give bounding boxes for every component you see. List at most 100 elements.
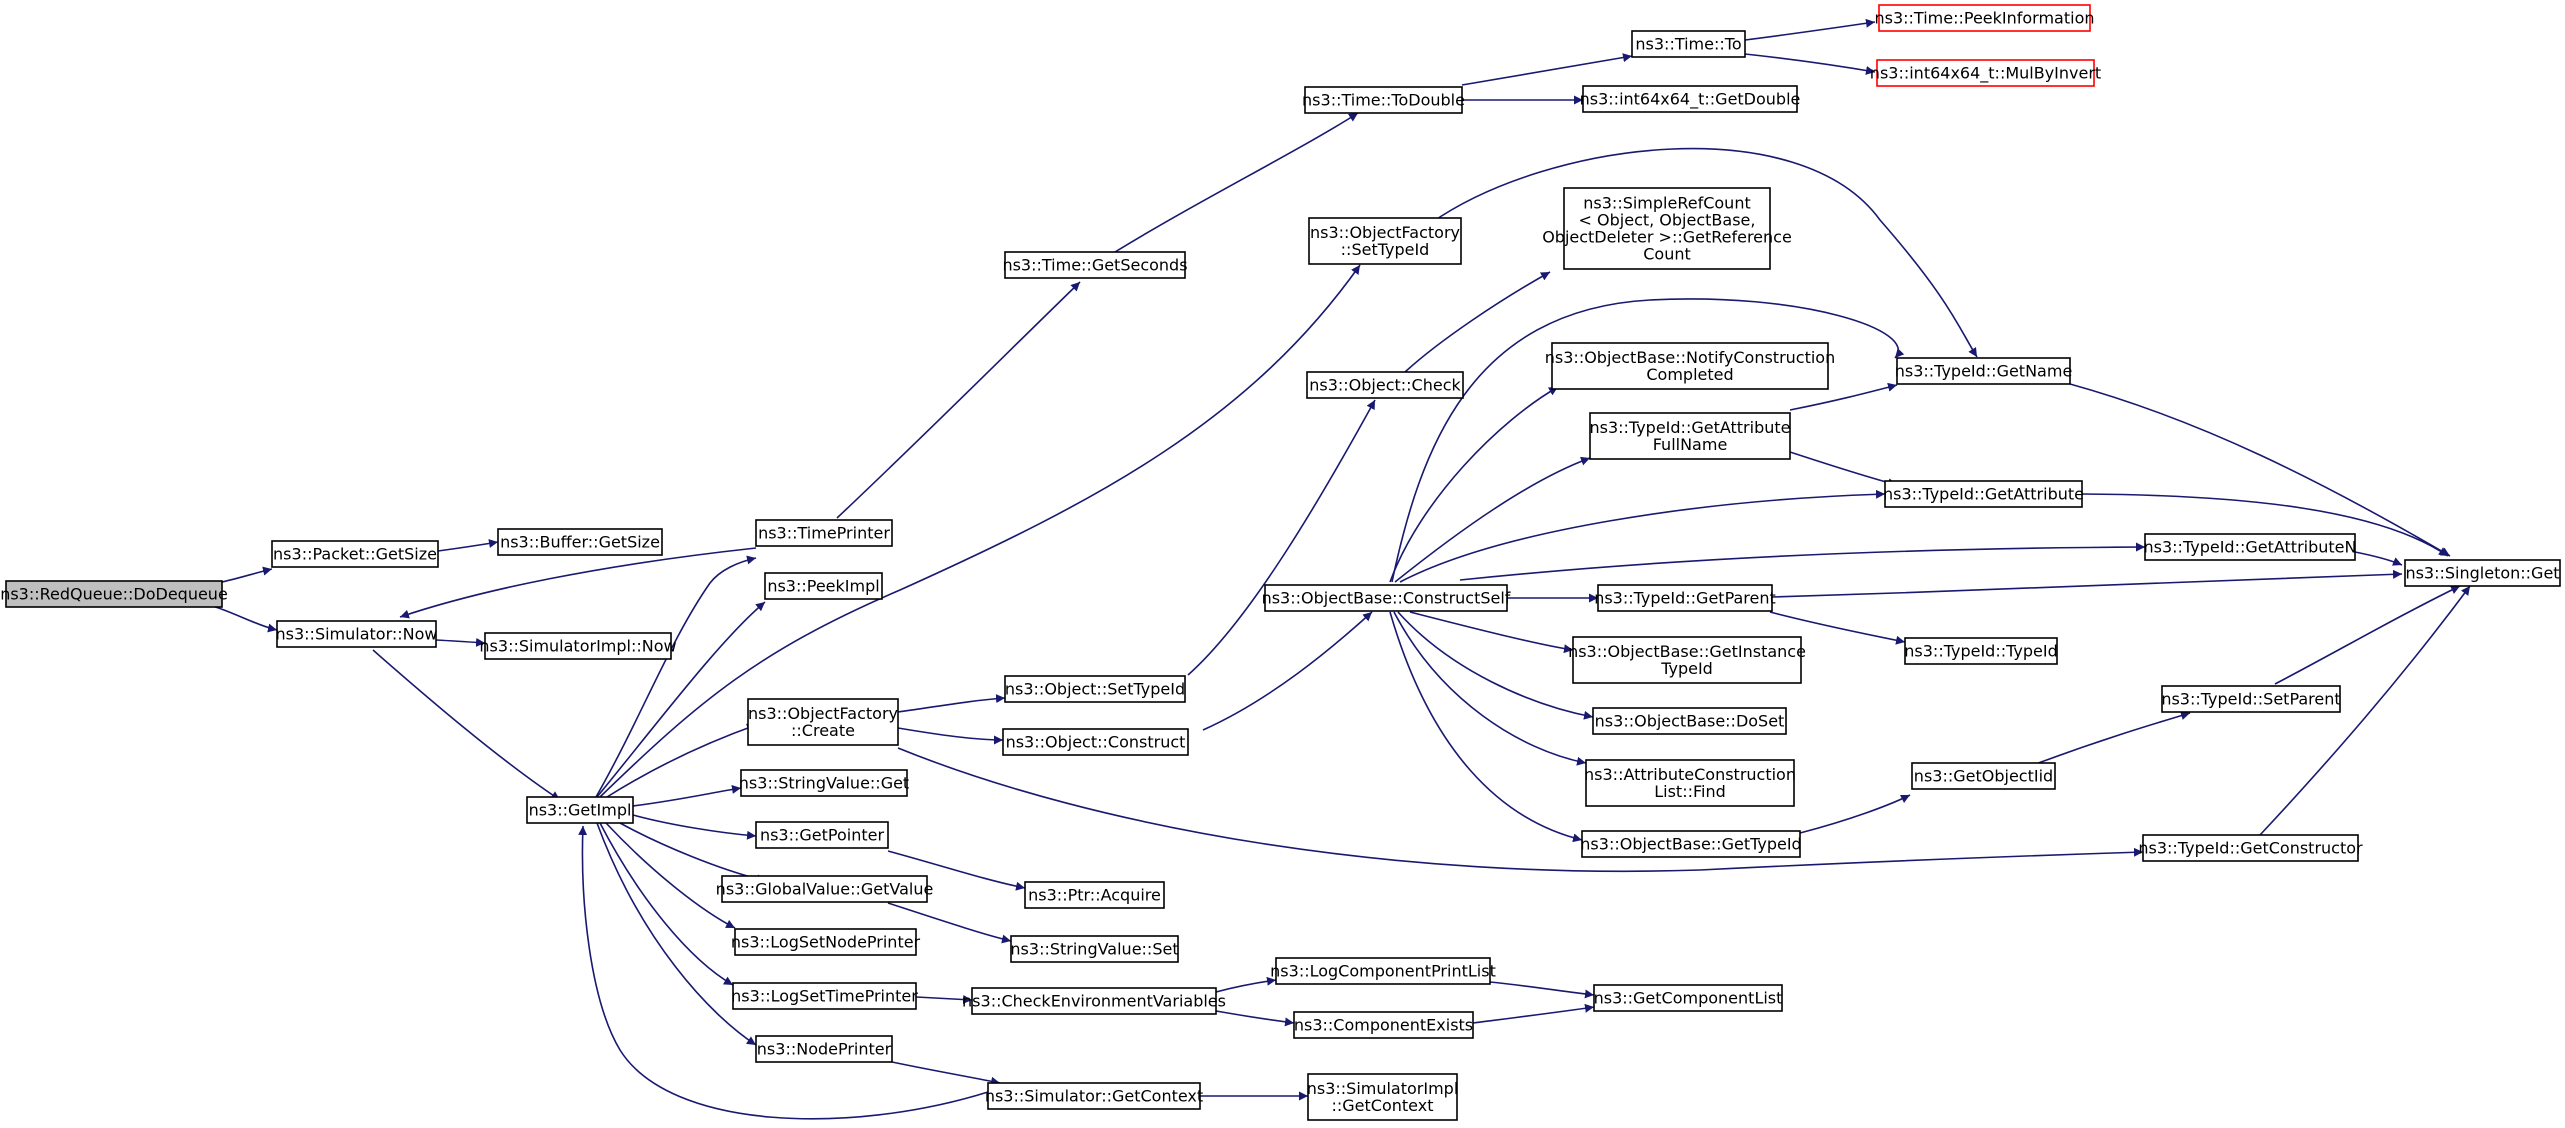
node-simulator-now[interactable]: ns3::Simulator::Now (276, 620, 438, 648)
edge-componentexists-getcomponentlist (1472, 1003, 1595, 1024)
node-label: ns3::StringValue::Set (1010, 940, 1178, 959)
node-box (1024, 881, 1165, 909)
node-simplerefcount[interactable]: ns3::SimpleRefCount< Object, ObjectBase,… (1542, 187, 1792, 270)
edge-constructself-notifyconstruction (1389, 386, 1559, 583)
node-box (734, 928, 917, 956)
node-packet-getsize[interactable]: ns3::Packet::GetSize (271, 540, 439, 568)
edge-checkenv-componentexists (1215, 1010, 1295, 1027)
node-label: ns3::TypeId::GetAttributeN (2144, 538, 2357, 557)
node-label: ns3::TypeId::GetConstructor (2138, 839, 2363, 858)
node-stringvalue-set[interactable]: ns3::StringValue::Set (1010, 935, 1179, 963)
edge-getimpl-nodeprinter (596, 822, 757, 1046)
node-int64-mulbyinvert[interactable]: ns3::int64x64_t::MulByInvert (1870, 59, 2101, 87)
node-singleton-get[interactable]: ns3::Singleton::Get (2404, 559, 2561, 587)
node-box (526, 796, 634, 824)
node-componentexists[interactable]: ns3::ComponentExists (1293, 1011, 1474, 1039)
node-simulatorimpl-now[interactable]: ns3::SimulatorImpl::Now (479, 632, 677, 660)
node-label: ns3::PeekImpl (767, 577, 879, 596)
node-logcomponentprintlist[interactable]: ns3::LogComponentPrintList (1270, 957, 1496, 985)
node-label: ns3::CheckEnvironmentVariables (962, 992, 1226, 1011)
edge-getimpl-logsetnodeprinter (605, 822, 736, 929)
node-box (1563, 187, 1771, 270)
node-box (721, 875, 928, 903)
node-objectfactory-settypeid[interactable]: ns3::ObjectFactory::SetTypeId (1308, 217, 1462, 265)
node-doset[interactable]: ns3::ObjectBase::DoSet (1592, 707, 1787, 735)
node-box (732, 982, 917, 1010)
node-box (1876, 59, 2095, 87)
node-box (1572, 636, 1802, 684)
node-label: ns3::SimulatorImpl::Now (479, 637, 676, 656)
edge-getattributefullname-getattribute (1789, 451, 1898, 487)
node-label: ns3::ObjectFactory (1310, 223, 1460, 242)
node-time-getseconds[interactable]: ns3::Time::GetSeconds (1002, 251, 1188, 279)
node-objectfactory-create[interactable]: ns3::ObjectFactory::Create (747, 698, 899, 746)
edge-gettypeid-getobjectiid (1799, 794, 1911, 834)
edge-time-to-peekinformation (1744, 18, 1876, 41)
node-typeid-getparent[interactable]: ns3::TypeId::GetParent (1594, 584, 1776, 612)
node-logsetnodeprinter[interactable]: ns3::LogSetNodePrinter (731, 928, 921, 956)
node-object-check[interactable]: ns3::Object::Check (1306, 371, 1464, 399)
node-notifyconstruction[interactable]: ns3::ObjectBase::NotifyConstructionCompl… (1545, 342, 1835, 390)
edge-simulator-now-simulatorimpl-now (435, 637, 486, 647)
node-object-settypeid[interactable]: ns3::Object::SetTypeId (1004, 675, 1186, 703)
edge-object-construct-constructself (1202, 611, 1373, 731)
node-constructself[interactable]: ns3::ObjectBase::ConstructSelf (1262, 584, 1511, 612)
edge-logcomponentprintlist-getcomponentlist (1489, 981, 1595, 999)
node-label: List::Find (1654, 782, 1726, 801)
node-label: ns3::Time::To (1635, 35, 1741, 54)
node-time-todouble[interactable]: ns3::Time::ToDouble (1302, 86, 1465, 114)
node-label: ns3::Object::Check (1309, 376, 1461, 395)
node-int64-getdouble[interactable]: ns3::int64x64_t::GetDouble (1580, 85, 1801, 113)
node-typeid-getname[interactable]: ns3::TypeId::GetName (1895, 357, 2073, 385)
node-dodequeue[interactable]: ns3::RedQueue::DoDequeue (0, 580, 228, 608)
node-getobjectiid[interactable]: ns3::GetObjectIid (1911, 762, 2056, 790)
node-simulatorimpl-getcontext[interactable]: ns3::SimulatorImpl::GetContext (1307, 1073, 1459, 1121)
node-label: ns3::NodePrinter (757, 1040, 892, 1059)
node-typeid-getattributen[interactable]: ns3::TypeId::GetAttributeN (2144, 533, 2357, 561)
node-logsettimeprinter[interactable]: ns3::LogSetTimePrinter (731, 982, 918, 1010)
edge-constructself-objectbase-gettypeid (1389, 611, 1583, 843)
node-checkenv[interactable]: ns3::CheckEnvironmentVariables (962, 987, 1226, 1015)
node-peekimpl[interactable]: ns3::PeekImpl (764, 572, 883, 600)
edge-create-object-construct (897, 727, 1004, 745)
node-getimpl[interactable]: ns3::GetImpl (526, 796, 634, 824)
edge-create-object-settypeid (897, 694, 1006, 713)
node-label: ns3::TypeId::SetParent (2161, 690, 2340, 709)
edge-getname-singleton-get (2069, 383, 2451, 557)
node-stringvalue-get[interactable]: ns3::StringValue::Get (739, 769, 909, 797)
node-box (1593, 984, 1783, 1012)
node-time-peekinformation[interactable]: ns3::Time::PeekInformation (1874, 4, 2095, 32)
node-buffer-getsize[interactable]: ns3::Buffer::GetSize (497, 528, 663, 556)
call-edges (204, 18, 2471, 1120)
edge-getattributefullname-getname (1789, 382, 1898, 411)
node-nodeprinter[interactable]: ns3::NodePrinter (755, 1035, 893, 1063)
node-label: ObjectDeleter >::GetReference (1542, 228, 1792, 247)
node-typeid-getattribute[interactable]: ns3::TypeId::GetAttribute (1883, 480, 2084, 508)
edge-todouble-time-to (1461, 53, 1633, 86)
node-getcomponentlist[interactable]: ns3::GetComponentList (1593, 984, 1783, 1012)
node-label: ns3::Ptr::Acquire (1028, 886, 1161, 905)
node-label: ns3::TypeId::TypeId (1904, 642, 2057, 661)
edge-packet-getsize-buffer-getsize (437, 539, 499, 552)
node-ptr-acquire[interactable]: ns3::Ptr::Acquire (1024, 881, 1165, 909)
node-getpointer[interactable]: ns3::GetPointer (755, 821, 889, 849)
node-label: ns3::TypeId::GetName (1895, 362, 2073, 381)
node-object-construct[interactable]: ns3::Object::Construct (1002, 728, 1189, 756)
node-box (1307, 1073, 1458, 1121)
edge-objectfactory-settypeid-typeid-getname (1430, 147, 1978, 358)
node-typeid-setparent[interactable]: ns3::TypeId::SetParent (2161, 685, 2341, 713)
node-simulator-getcontext[interactable]: ns3::Simulator::GetContext (985, 1082, 1203, 1110)
node-time-to[interactable]: ns3::Time::To (1631, 30, 1746, 58)
node-objectbase-gettypeid[interactable]: ns3::ObjectBase::GetTypeId (1580, 830, 1802, 858)
node-globalvalue-getvalue[interactable]: ns3::GlobalValue::GetValue (716, 875, 934, 903)
node-label: ::SetTypeId (1341, 240, 1430, 259)
node-timeprinter[interactable]: ns3::TimePrinter (755, 519, 893, 547)
node-typeid-typeid[interactable]: ns3::TypeId::TypeId (1904, 637, 2058, 665)
node-typeid-getconstructor[interactable]: ns3::TypeId::GetConstructor (2138, 834, 2363, 862)
node-label: FullName (1653, 435, 1728, 454)
edge-object-check-simplerefcount (1404, 271, 1551, 373)
